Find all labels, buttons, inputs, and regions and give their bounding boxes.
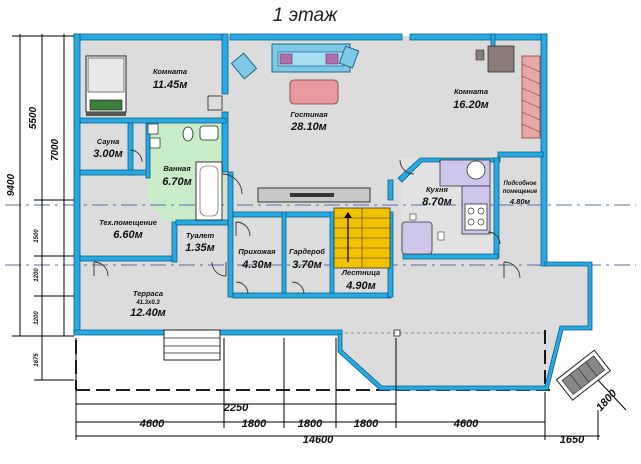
dim-bottom-3: 1800 xyxy=(298,418,323,430)
diagonal-steps-icon xyxy=(555,349,612,401)
room-area-kitchen: 8.70м xyxy=(422,196,452,208)
terrace-steps-icon xyxy=(163,329,221,361)
dim-left-small-4: 1675 xyxy=(34,353,40,367)
furniture xyxy=(85,43,612,401)
room-name-bedroom-nw: Комната xyxy=(153,67,187,76)
room-area-hall: 4.30м xyxy=(241,259,272,271)
door-swing-icon xyxy=(207,95,223,111)
doors xyxy=(93,149,521,295)
room-area-wardrobe: 3.70м xyxy=(292,259,322,271)
room-area-toilet: 1.35м xyxy=(185,242,215,254)
dim-bottom-extra: 1650 xyxy=(560,434,585,446)
desk-icon xyxy=(487,45,515,73)
sink-round-icon xyxy=(466,160,486,180)
room-area-bedroom-ne: 16.20м xyxy=(453,99,489,111)
room-area-utility: 4.80м xyxy=(509,197,531,206)
dim-bottom-2: 1800 xyxy=(242,418,267,430)
room-area-living: 28.10м xyxy=(290,121,327,133)
dim-left-small-2: 1200 xyxy=(34,268,40,282)
room-name-living: Гостиная xyxy=(290,110,328,119)
dim-left-inner: 7000 xyxy=(50,138,61,161)
dim-bottom-1: 4600 xyxy=(139,418,165,430)
bed-icon xyxy=(85,55,127,116)
dim-left-outer: 9400 xyxy=(6,173,17,196)
dim-bottom-mid: 2250 xyxy=(223,402,249,414)
room-name-sauna: Сауна xyxy=(97,137,120,146)
room-name-terrace: Терраса xyxy=(133,289,163,298)
room-name-toilet: Туалет xyxy=(186,231,215,240)
chair-icon xyxy=(475,49,485,61)
fireplace-icon xyxy=(521,55,541,139)
stairs-icon xyxy=(333,207,391,269)
dim-diagonal: 1800 xyxy=(594,387,620,414)
dim-bottom-4: 1800 xyxy=(354,418,379,430)
room-note-terrace: 41.3x0.3 xyxy=(135,300,160,306)
room-name-hall: Прихожая xyxy=(238,247,276,256)
armchair-right-icon xyxy=(338,45,360,69)
plan-title: 1 этаж xyxy=(273,5,338,26)
room-name-bath: Ванная xyxy=(163,164,191,173)
dimensions-left: 9400 5500 7000 1500 1200 1200 1675 xyxy=(6,34,74,381)
room-name-bedroom-ne: Комната xyxy=(454,87,488,96)
dim-left-small-1: 1500 xyxy=(34,229,40,243)
coffee-table-icon xyxy=(289,79,339,105)
room-area-bedroom-nw: 11.45м xyxy=(153,79,188,91)
kitchen-table-icon xyxy=(401,221,433,255)
dim-bottom-total: 14600 xyxy=(303,434,334,446)
sofa-icon xyxy=(271,43,351,73)
armchair-icon xyxy=(230,52,258,80)
dim-left-small-3: 1200 xyxy=(34,311,40,325)
room-area-tech: 6.60м xyxy=(113,229,143,241)
toilet-icon xyxy=(182,126,194,142)
room-name-utility-1: Подсобное xyxy=(503,180,537,187)
dim-bottom-5: 4600 xyxy=(453,418,479,430)
room-name-wardrobe: Гардероб xyxy=(289,247,325,256)
room-name-tech: Тех.помещение xyxy=(99,218,157,227)
room-area-stairs: 4.90м xyxy=(345,280,376,292)
room-name-utility-2: помещение xyxy=(503,189,538,195)
shelf2-icon xyxy=(149,137,161,149)
stove-icon xyxy=(464,203,488,231)
fireplace-hatch-icon xyxy=(521,63,541,133)
shelf-icon xyxy=(147,123,159,135)
room-area-bath: 6.70м xyxy=(162,176,192,188)
axis-lines xyxy=(5,204,636,266)
room-area-sauna: 3.00м xyxy=(93,148,123,160)
room-area-terrace: 12.40м xyxy=(130,307,166,319)
sink-icon xyxy=(199,125,219,141)
room-name-stairs: Лестница xyxy=(341,268,380,277)
dim-left-mid: 5500 xyxy=(28,106,39,129)
room-labels: Комната 11.45м Гостиная 28.10м Комната 1… xyxy=(93,67,538,319)
room-name-kitchen: Кухня xyxy=(426,185,448,194)
